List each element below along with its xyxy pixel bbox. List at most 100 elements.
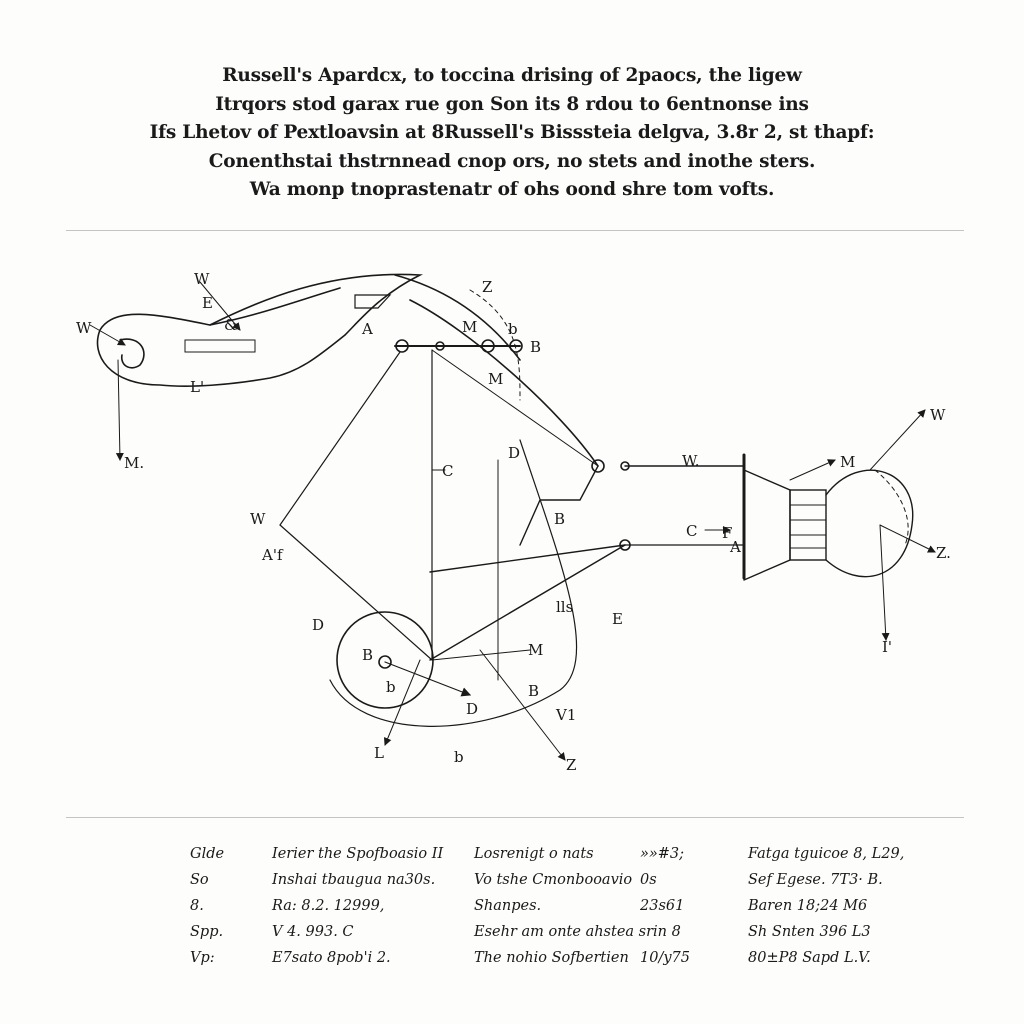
diagram-label: I' — [882, 638, 892, 656]
table-cell: Esehr am onte ahstea srin 8 — [474, 924, 681, 940]
bottom-divider — [66, 817, 964, 818]
table-cell: Sef Egese. 7T3· B. — [748, 872, 883, 888]
diagonal-lower — [279, 524, 433, 661]
diagram-label: B — [528, 682, 539, 700]
table-cell: Sh Snten 396 L3 — [748, 924, 871, 940]
diagram-label: L' — [190, 378, 204, 396]
diagram-label: C — [442, 462, 453, 480]
arrow-w-top-right — [869, 409, 926, 471]
diagram-label: M — [488, 370, 503, 388]
caption-line: Russell's Apardcx, to toccina drising of… — [222, 65, 802, 86]
diagram-label: A — [361, 320, 373, 338]
table-cell: So — [190, 872, 209, 888]
table-cell: Spp. — [190, 924, 224, 940]
right-dashed-arc — [874, 469, 909, 546]
diagram-label: b — [454, 748, 464, 766]
diagram-label: b — [386, 678, 396, 696]
diagram-label: & — [224, 316, 237, 334]
top-divider — [66, 230, 964, 231]
upper-sweep-curve — [409, 299, 599, 467]
angle-arm — [519, 465, 599, 546]
table-cell: Inshai tbaugua na30s. — [272, 872, 436, 888]
diagram-label: B — [530, 338, 541, 356]
diagram-label: B — [554, 510, 565, 528]
left-limb-slot — [184, 339, 256, 353]
caption-line: Itrqors stod garax rue gon Son its 8 rdo… — [215, 93, 809, 115]
lower-circle — [336, 611, 434, 709]
caption-line: Wa monp tnoprastenatr of ohs oond shre t… — [249, 179, 775, 200]
table-cell: The nohio Sofbertien — [474, 950, 629, 966]
joint-m — [435, 341, 445, 351]
diagram-label: M — [528, 641, 543, 659]
joint-right-upper-2 — [620, 461, 630, 471]
joint-ka — [395, 339, 409, 353]
diagram-label: L — [374, 744, 384, 762]
right-bulb — [825, 469, 914, 578]
diagram-label: Z — [566, 756, 576, 774]
table-cell: 10/y75 — [640, 950, 690, 966]
table-cell: V 4. 993. C — [272, 924, 354, 940]
lower-sweep — [329, 439, 578, 727]
diagram-label: M — [462, 318, 477, 336]
diagram-label: lls — [556, 598, 573, 616]
diagonal-right-1 — [431, 349, 599, 467]
arrow-l-lower — [383, 659, 421, 746]
diagram-label: W — [76, 319, 92, 337]
caption: Russell's Apardcx, to toccina drising of… — [0, 62, 1024, 205]
table-cell: Baren 18;24 M6 — [748, 898, 868, 914]
diagram-label: Z — [482, 278, 492, 296]
left-limb-ridge — [209, 287, 341, 326]
diagram-label: W — [194, 270, 210, 288]
table-cell: 80±P8 Sapd L.V. — [748, 950, 871, 966]
table-cell: 23s61 — [640, 898, 685, 914]
arrow-z-right — [879, 524, 936, 553]
arrow-w-left — [89, 324, 126, 346]
diagram-label: M. — [124, 454, 144, 472]
table-cell: Shanpes. — [474, 898, 542, 914]
arrow-m-down — [115, 359, 124, 461]
table-cell: Vo tshe Cmonbooavio — [474, 872, 633, 888]
left-limb-inner — [119, 338, 145, 369]
table-cell: E7sato 8pob'i 2. — [272, 950, 391, 966]
diagonal-right-3 — [429, 544, 626, 573]
diagram-label: C — [686, 522, 697, 540]
diagram-label: B — [362, 646, 373, 664]
arrow-w-up — [199, 281, 241, 331]
diagram-label: W — [250, 510, 266, 528]
dashed-arc — [469, 289, 521, 401]
lower-radial-2 — [431, 649, 531, 661]
diagram-label: Z. — [936, 544, 951, 562]
joint-right-lower — [619, 539, 631, 551]
diagram-label: W — [930, 406, 946, 424]
diagonal-right-2 — [429, 544, 626, 661]
right-cone — [743, 469, 791, 581]
diagram-label: E — [612, 610, 623, 628]
arrow-m-right — [789, 459, 836, 481]
arrow-z-lower — [479, 649, 566, 761]
caption-line: Conenthstai thstrnnead cnop ors, no stet… — [208, 150, 816, 172]
diagram-label: D — [312, 616, 324, 634]
joint-b2 — [509, 339, 523, 353]
table-cell: Fatga tguicoe 8, L29, — [748, 846, 905, 862]
lower-circle-hub — [378, 655, 392, 669]
diagram-label: A — [729, 538, 741, 556]
right-coupling — [789, 489, 827, 561]
left-limb-cap — [354, 294, 392, 309]
diagram-label: D — [466, 700, 478, 718]
lower-radial-1 — [384, 661, 472, 697]
diagonal-w — [279, 351, 401, 526]
table-cell: »»#3; — [640, 846, 685, 862]
left-limb-shape — [96, 273, 424, 387]
diagram-label: b — [508, 320, 518, 338]
diagram-label: V1 — [555, 706, 576, 724]
table-cell: Glde — [190, 846, 225, 862]
caption-line: Ifs Lhetov of Pextloavsin at 8Russell's … — [149, 122, 875, 143]
diagram-label: F — [722, 524, 732, 542]
diagram-label: D — [508, 444, 520, 462]
diagram-label: E — [202, 294, 213, 312]
diagram-label: W. — [682, 452, 700, 470]
table-cell: Vp: — [190, 950, 215, 966]
table-cell: 0s — [640, 872, 657, 888]
